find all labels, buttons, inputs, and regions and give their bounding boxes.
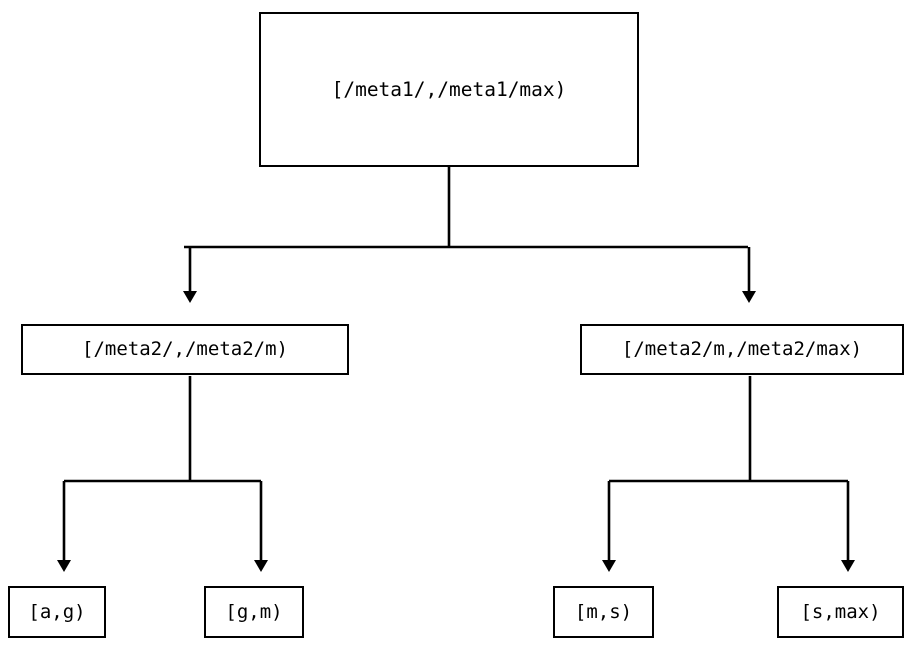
- edge-meta2-high-to-leaf-ms: [602, 376, 848, 572]
- tree-node-meta2-low[interactable]: [/meta2/,/meta2/m): [21, 324, 349, 375]
- arrowhead-icon: [602, 560, 616, 572]
- edge-meta2-low-to-leaf-ag: [57, 376, 261, 572]
- tree-node-leaf-smax[interactable]: [s,max): [777, 586, 904, 638]
- tree-node-meta2-high[interactable]: [/meta2/m,/meta2/max): [580, 324, 904, 375]
- edge-root-to-meta2-high: [742, 247, 756, 303]
- arrowhead-icon: [254, 560, 268, 572]
- arrowhead-icon: [742, 291, 756, 303]
- tree-node-leaf-ag-label: [a,g): [28, 600, 86, 623]
- tree-node-leaf-smax-label: [s,max): [800, 600, 881, 623]
- tree-node-leaf-ag[interactable]: [a,g): [8, 586, 106, 638]
- tree-node-leaf-ms[interactable]: [m,s): [553, 586, 654, 638]
- edge-root-to-meta2-low: [183, 167, 748, 303]
- tree-node-leaf-ms-label: [m,s): [574, 600, 633, 623]
- edge-meta2-high-to-leaf-smax: [841, 481, 855, 572]
- edge-meta2-low-to-leaf-gm: [254, 481, 268, 572]
- tree-node-leaf-gm-label: [g,m): [225, 600, 283, 623]
- tree-node-meta2-high-label: [/meta2/m,/meta2/max): [621, 338, 863, 360]
- tree-node-meta2-low-label: [/meta2/,/meta2/m): [82, 338, 288, 360]
- arrowhead-icon: [57, 560, 71, 572]
- tree-node-root-label: [/meta1/,/meta1/max): [331, 77, 567, 101]
- arrowhead-icon: [183, 291, 197, 303]
- tree-node-leaf-gm[interactable]: [g,m): [204, 586, 304, 638]
- arrowhead-icon: [841, 560, 855, 572]
- tree-node-root[interactable]: [/meta1/,/meta1/max): [259, 12, 639, 167]
